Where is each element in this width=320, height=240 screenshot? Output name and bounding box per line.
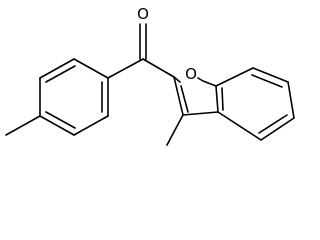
carbonyl-to-aryl-bond [107,58,144,79]
furan-c3a-c7a-bond [215,85,219,113]
benzo-bond-4 [260,117,295,141]
tolyl-bond-5 [73,115,109,136]
furan-ring: O [166,65,219,146]
benzo-ring [215,67,295,141]
benzo-inner-double-3 [221,87,224,111]
benzo-inner-double-1 [251,74,283,88]
furan-c2-o-bond-b [197,77,204,82]
carbonyl-group: O [107,5,175,79]
furan-methyl-bond [166,114,184,146]
furan-c2-c3-inner-double [180,85,189,113]
benzo-bond-2 [252,67,289,83]
benzo-bond-1 [215,67,254,87]
tolyl-bond-4 [39,115,75,136]
tolyl-ring [5,58,109,136]
benzo-bond-3 [287,81,295,119]
tolyl-inner-double-2 [45,111,76,129]
molecule-structure-diagram: O O [5,5,295,146]
tolyl-bond-1 [73,58,109,79]
ring-oxygen-label: O [185,65,197,83]
benzo-inner-double-2 [258,114,288,134]
furan-c3-c3a-bond [182,111,219,116]
tolyl-bond-2 [39,58,75,79]
carbonyl-to-furan-bond [142,58,175,78]
molecule-svg: O O [5,5,295,146]
furan-c7a-o-bond [202,80,217,87]
benzo-bond-5 [217,111,262,141]
tolyl-inner-double-1 [45,65,76,83]
tolyl-methyl-bond [5,115,41,136]
carbonyl-oxygen-label: O [137,5,149,23]
furan-c2-c3-bond [173,76,184,116]
